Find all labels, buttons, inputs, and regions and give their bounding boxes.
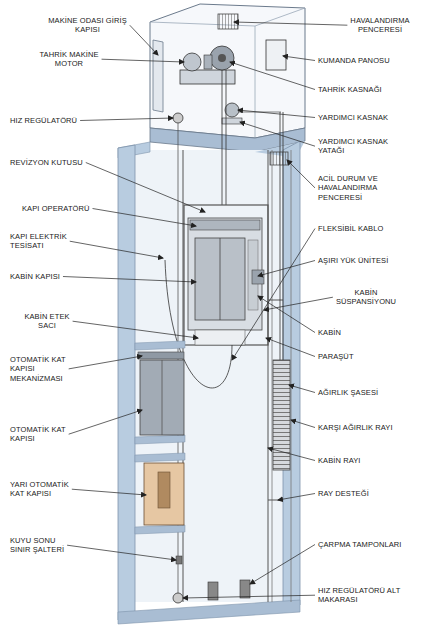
part-label: TAHRİK MAKİNE MOTOR (34, 50, 104, 69)
leader-line (238, 110, 315, 118)
leader-line (250, 545, 315, 585)
part-label: OTOMATİK KAT KAPISI MEKANİZMASI (10, 355, 80, 383)
part-label: YARDIMCI KASNAK (318, 113, 428, 122)
part-label: MAKİNE ODASI GİRİŞ KAPISI (40, 16, 135, 35)
leader-line (264, 297, 333, 310)
leader-line (69, 356, 142, 369)
leader-line (63, 277, 196, 283)
leader-line (69, 410, 142, 434)
part-label: KUMANDA PANOSU (318, 56, 428, 65)
leader-line (289, 385, 315, 393)
part-label: RAY DESTEĞİ (318, 489, 428, 498)
part-label: KABİN KAPISI (10, 272, 80, 281)
part-label: AŞIRI YÜK ÜNİTESİ (318, 256, 428, 265)
leader-line (268, 448, 315, 461)
leader-line (93, 209, 196, 227)
leader-line (240, 122, 315, 146)
leader-line (278, 494, 315, 501)
part-label: AĞIRLIK ŞASESİ (318, 388, 428, 397)
part-label: KAPI ELEKTRİK TESİSATI (10, 232, 72, 251)
leader-line (102, 59, 184, 62)
leader-line (266, 338, 315, 357)
part-label: KABİN SÜSPANSİYONU (326, 288, 406, 307)
part-label: HIZ REGÜLATÖRÜ ALT MAKARASI (318, 586, 428, 605)
part-label: HAVALANDIRMA PENCERESİ (330, 16, 430, 35)
part-label: ÇARPMA TAMPONLARI (318, 540, 428, 549)
leader-line (67, 545, 176, 560)
leader-line (258, 261, 315, 277)
leader-line (70, 241, 163, 258)
leader-line (230, 62, 315, 90)
leader-line (283, 56, 315, 61)
leader-line (287, 160, 315, 188)
part-label: REVİZYON KUTUSU (10, 158, 100, 167)
part-label: OTOMATİK KAT KAPISI (10, 425, 72, 444)
part-label: KABİN ETEK SACI (22, 312, 72, 331)
leader-line (234, 22, 347, 25)
part-label: HIZ REGÜLATÖRÜ (10, 116, 100, 125)
part-label: PARAŞÜT (318, 352, 428, 361)
part-label: YARDIMCI KASNAK YATAĞI (318, 137, 408, 156)
part-label: TAHRİK KASNAĞI (318, 85, 428, 94)
part-label: FLEKSİBİL KABLO (318, 224, 428, 233)
part-label: KAPI OPERATÖRÜ (22, 204, 102, 213)
leader-line (183, 595, 315, 598)
leader-line (258, 296, 315, 333)
part-label: ACİL DURUM VE HAVALANDIRMA PENCERESİ (318, 174, 418, 202)
leader-line (86, 163, 205, 213)
leader-line (232, 229, 315, 361)
leader-line (80, 118, 173, 121)
leader-line (130, 25, 158, 55)
leader-line (291, 420, 315, 428)
leader-line (73, 321, 198, 338)
leader-line (72, 489, 146, 495)
part-label: KUYU SONU SINIR ŞALTERİ (10, 536, 74, 555)
part-label: KARŞI AĞIRLIK RAYI (318, 423, 428, 432)
part-label: KABİN RAYI (318, 456, 428, 465)
part-label: KABİN (318, 328, 428, 337)
part-label: YARI OTOMATİK KAT KAPISI (10, 480, 74, 499)
